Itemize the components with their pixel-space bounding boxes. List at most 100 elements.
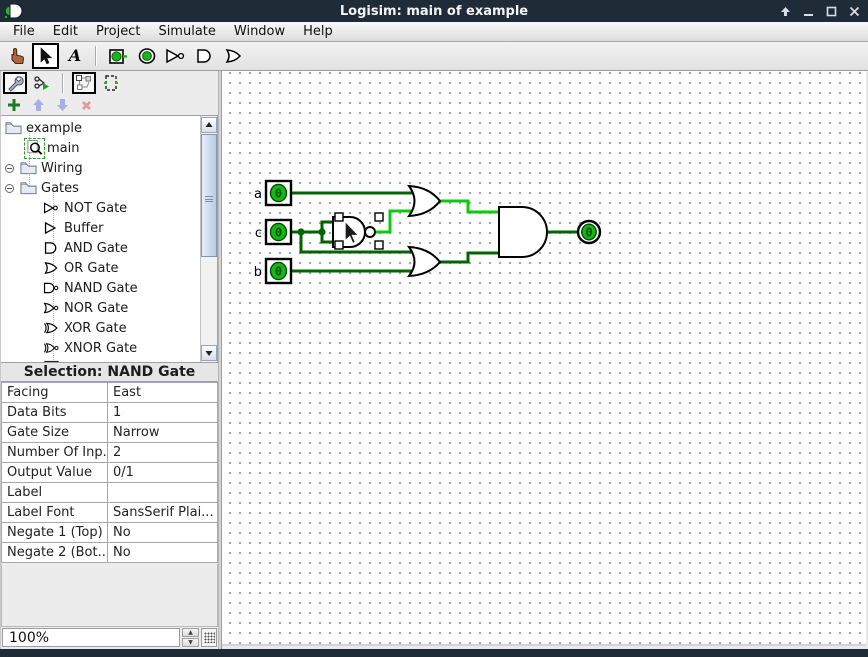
input-pin-c[interactable]: 0 c [255, 220, 291, 244]
and-gate[interactable] [499, 207, 547, 257]
shade-icon [780, 6, 791, 17]
svg-text:a: a [254, 187, 262, 202]
add-circuit-button[interactable] [6, 97, 22, 113]
menu-file[interactable]: File [4, 22, 44, 41]
zoom-in-button[interactable]: ▲ [182, 628, 199, 637]
scrollbar-thumb[interactable] [201, 134, 217, 257]
project-tree[interactable]: example mainWiringGatesNOT GateBufferAND … [1, 115, 218, 363]
attribute-value[interactable]: 2 [108, 443, 218, 463]
output-pin-tool[interactable] [133, 43, 160, 69]
minimize-button[interactable] [800, 3, 816, 19]
selection-handle[interactable] [375, 241, 383, 249]
poke-tool[interactable] [3, 43, 30, 69]
toolbox-view-button[interactable] [72, 72, 96, 94]
or-gate-tool[interactable] [220, 43, 247, 69]
wire[interactable] [439, 201, 500, 212]
tree-rows: example mainWiringGatesNOT GateBufferAND … [1, 118, 200, 363]
menu-project[interactable]: Project [87, 22, 149, 41]
text-icon: A [66, 47, 84, 65]
svg-text:0: 0 [275, 187, 282, 201]
tree-expand-toggle[interactable] [5, 164, 14, 173]
menu-edit[interactable]: Edit [44, 22, 87, 41]
attribute-name: Output Value [2, 463, 108, 483]
menu-help[interactable]: Help [294, 22, 342, 41]
close-button[interactable] [846, 3, 862, 19]
zoom-out-button[interactable]: ▼ [182, 638, 199, 647]
shade-button[interactable] [777, 3, 793, 19]
wire[interactable] [439, 253, 500, 262]
wire-junction[interactable] [318, 228, 325, 235]
circuit-canvas[interactable]: 0 a 0 c 0 b [222, 71, 866, 646]
attribute-value[interactable]: 1 [108, 403, 218, 423]
move-circuit-down-button[interactable] [54, 97, 70, 113]
tree-item-label: example [26, 121, 82, 136]
maximize-button[interactable] [823, 3, 839, 19]
parity-icon: 2k [43, 360, 60, 364]
attribute-name: Data Bits [2, 403, 108, 423]
move-circuit-up-button[interactable] [30, 97, 46, 113]
attribute-value[interactable]: 0/1 [108, 463, 218, 483]
simulation-icon [103, 74, 119, 92]
wires-high[interactable] [375, 201, 500, 232]
tree-item-odd-parity[interactable]: 2kOdd Parity [1, 358, 200, 363]
zoom-level-field[interactable]: 100% [2, 628, 180, 647]
delete-icon [80, 99, 93, 112]
tree-scrollbar[interactable] [200, 116, 217, 362]
attribute-row: Label [2, 483, 218, 503]
selection-handle[interactable] [335, 241, 343, 249]
tree-item-and-gate[interactable]: AND Gate [1, 238, 200, 258]
simulation-tree-button[interactable] [99, 72, 123, 94]
tree-item-example[interactable]: example [1, 118, 200, 138]
wire-junction[interactable] [297, 228, 304, 235]
tree-item-or-gate[interactable]: OR Gate [1, 258, 200, 278]
selection-handle[interactable] [375, 213, 383, 221]
tree-item-nand-gate[interactable]: NAND Gate [1, 278, 200, 298]
tree-item-xor-gate[interactable]: XOR Gate [1, 318, 200, 338]
tree-item-gates[interactable]: Gates [1, 178, 200, 198]
attribute-name: Label [2, 483, 108, 503]
minimize-icon [803, 6, 814, 17]
scroll-down-button[interactable] [201, 345, 217, 361]
attribute-value[interactable]: No [108, 523, 218, 543]
tree-item-buffer[interactable]: Buffer [1, 218, 200, 238]
attribute-value[interactable]: Narrow [108, 423, 218, 443]
and-gate-icon [43, 240, 60, 257]
selection-handle[interactable] [335, 213, 343, 221]
menu-simulate[interactable]: Simulate [149, 22, 224, 41]
layout-view-button[interactable] [3, 72, 27, 94]
input-pin-b[interactable]: 0 b [254, 259, 291, 283]
attribute-value[interactable]: East [108, 383, 218, 403]
tree-expand-toggle[interactable] [5, 184, 14, 193]
output-pin[interactable]: 0 [578, 221, 600, 243]
svg-text:b: b [254, 265, 262, 280]
input-pin-tool[interactable] [104, 43, 131, 69]
tree-item-wiring[interactable]: Wiring [1, 158, 200, 178]
wrench-icon [6, 74, 24, 92]
attribute-table-body: FacingEastData Bits1Gate SizeNarrowNumbe… [2, 383, 218, 563]
zoom-spinner: ▲ ▼ [182, 628, 199, 647]
scroll-up-button[interactable] [201, 117, 217, 133]
tree-item-label: NAND Gate [64, 281, 138, 296]
toolbar-separator [62, 73, 64, 93]
menu-window[interactable]: Window [225, 22, 294, 41]
or-gate-bottom[interactable] [409, 247, 440, 276]
show-grid-toggle[interactable] [201, 628, 217, 647]
not-gate-tool[interactable] [162, 43, 189, 69]
tree-item-not-gate[interactable]: NOT Gate [1, 198, 200, 218]
appearance-view-button[interactable] [30, 72, 54, 94]
input-pin-a[interactable]: 0 a [254, 181, 291, 205]
attribute-value[interactable]: No [108, 543, 218, 563]
text-tool[interactable]: A [61, 43, 88, 69]
tree-item-xnor-gate[interactable]: XNOR Gate [1, 338, 200, 358]
maximize-icon [826, 6, 837, 17]
tree-item-nor-gate[interactable]: NOR Gate [1, 298, 200, 318]
xnor-gate-icon [43, 340, 60, 357]
tree-item-label: XOR Gate [64, 321, 127, 336]
remove-circuit-button[interactable] [78, 97, 94, 113]
attribute-value[interactable]: SansSerif Plai... [108, 503, 218, 523]
edit-tool[interactable] [32, 43, 59, 69]
or-gate-top[interactable] [409, 186, 440, 216]
attribute-value[interactable] [108, 483, 218, 503]
and-gate-tool[interactable] [191, 43, 218, 69]
tree-item-main[interactable]: main [1, 138, 200, 158]
